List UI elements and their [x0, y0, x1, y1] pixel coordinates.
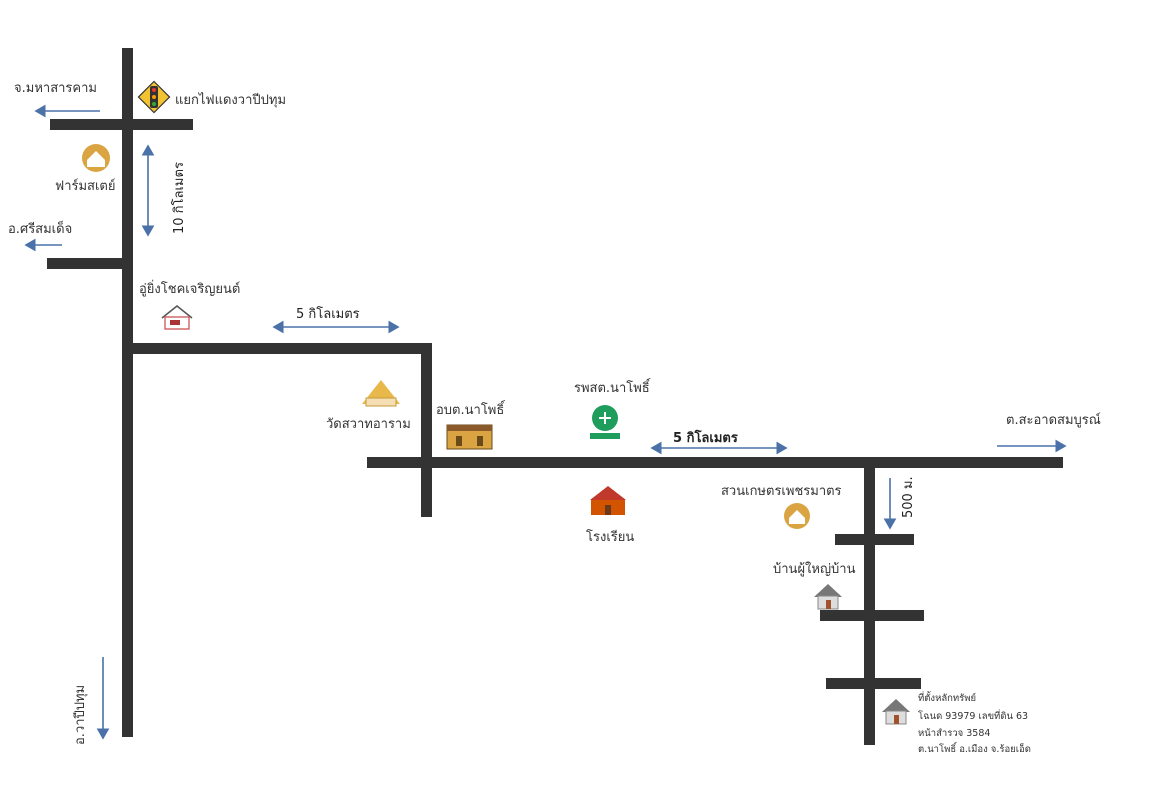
property-survey-page: หน้าสำรวจ 3584: [918, 728, 990, 739]
property-info: ที่ตั้งหลักทรัพย์ โฉนด 93979 เลขที่ดิน 6…: [918, 691, 1031, 755]
school-icon: [590, 486, 626, 515]
hospital-health-icon: [590, 405, 620, 439]
traffic-light-icon: [137, 80, 171, 114]
road-crossing-top: [50, 119, 193, 130]
label-garage: อู่ยิ่งโชคเจริญยนต์: [139, 280, 240, 297]
road-south-2: [864, 457, 875, 745]
road-branch-3: [826, 678, 921, 689]
main-road-vertical: [122, 48, 133, 737]
label-sao: อบต.นาโพธิ์: [436, 400, 506, 418]
label-sa-at: ต.สะอาดสมบูรณ์: [1006, 412, 1101, 428]
road-east-1: [127, 343, 432, 354]
garage-icon: [161, 305, 193, 330]
road-east-2: [367, 457, 1063, 468]
distance-5km-2: 5 กิโลเมตร: [673, 429, 738, 446]
property-house-icon: [882, 699, 910, 725]
distance-10km: 10 กิโลเมตร: [171, 162, 187, 234]
label-si-somdet: อ.ศรีสมเด็จ: [8, 219, 72, 237]
distance-500m: 500 ม.: [901, 476, 916, 518]
village-head-house-icon: [814, 584, 842, 610]
property-deed: โฉนด 93979 เลขที่ดิน 63: [918, 709, 1028, 722]
road-south-1: [421, 343, 432, 517]
government-building-icon: [446, 424, 493, 450]
distance-5km-1: 5 กิโลเมตร: [296, 306, 360, 322]
label-farm-stay: ฟาร์มสเตย์: [55, 178, 116, 194]
label-hospital: รพสต.นาโพธิ์: [574, 378, 651, 396]
label-orchard: สวนเกษตรเพชรมาตร: [721, 484, 842, 499]
label-wapi-pathum: อ.วาปีปทุม: [72, 685, 88, 745]
road-branch-1: [835, 534, 914, 545]
farm-stay-house-icon: [82, 144, 110, 172]
label-temple: วัดสวาทอาราม: [326, 417, 411, 432]
label-maha-sarakham: จ.มหาสารคาม: [14, 81, 97, 96]
label-village-head: บ้านผู้ใหญ่บ้าน: [773, 561, 856, 577]
label-school: โรงเรียน: [586, 529, 634, 545]
roads: [47, 48, 1063, 745]
label-traffic-light: แยกไฟแดงวาปีปทุม: [175, 92, 286, 108]
property-address: ต.นาโพธิ์ อ.เมือง จ.ร้อยเอ็ด: [918, 741, 1031, 755]
road-branch-si-somdet: [47, 258, 127, 269]
temple-icon: [362, 380, 400, 407]
road-branch-2: [820, 610, 924, 621]
orchard-house-icon: [784, 503, 810, 529]
property-title: ที่ตั้งหลักทรัพย์: [918, 691, 976, 704]
